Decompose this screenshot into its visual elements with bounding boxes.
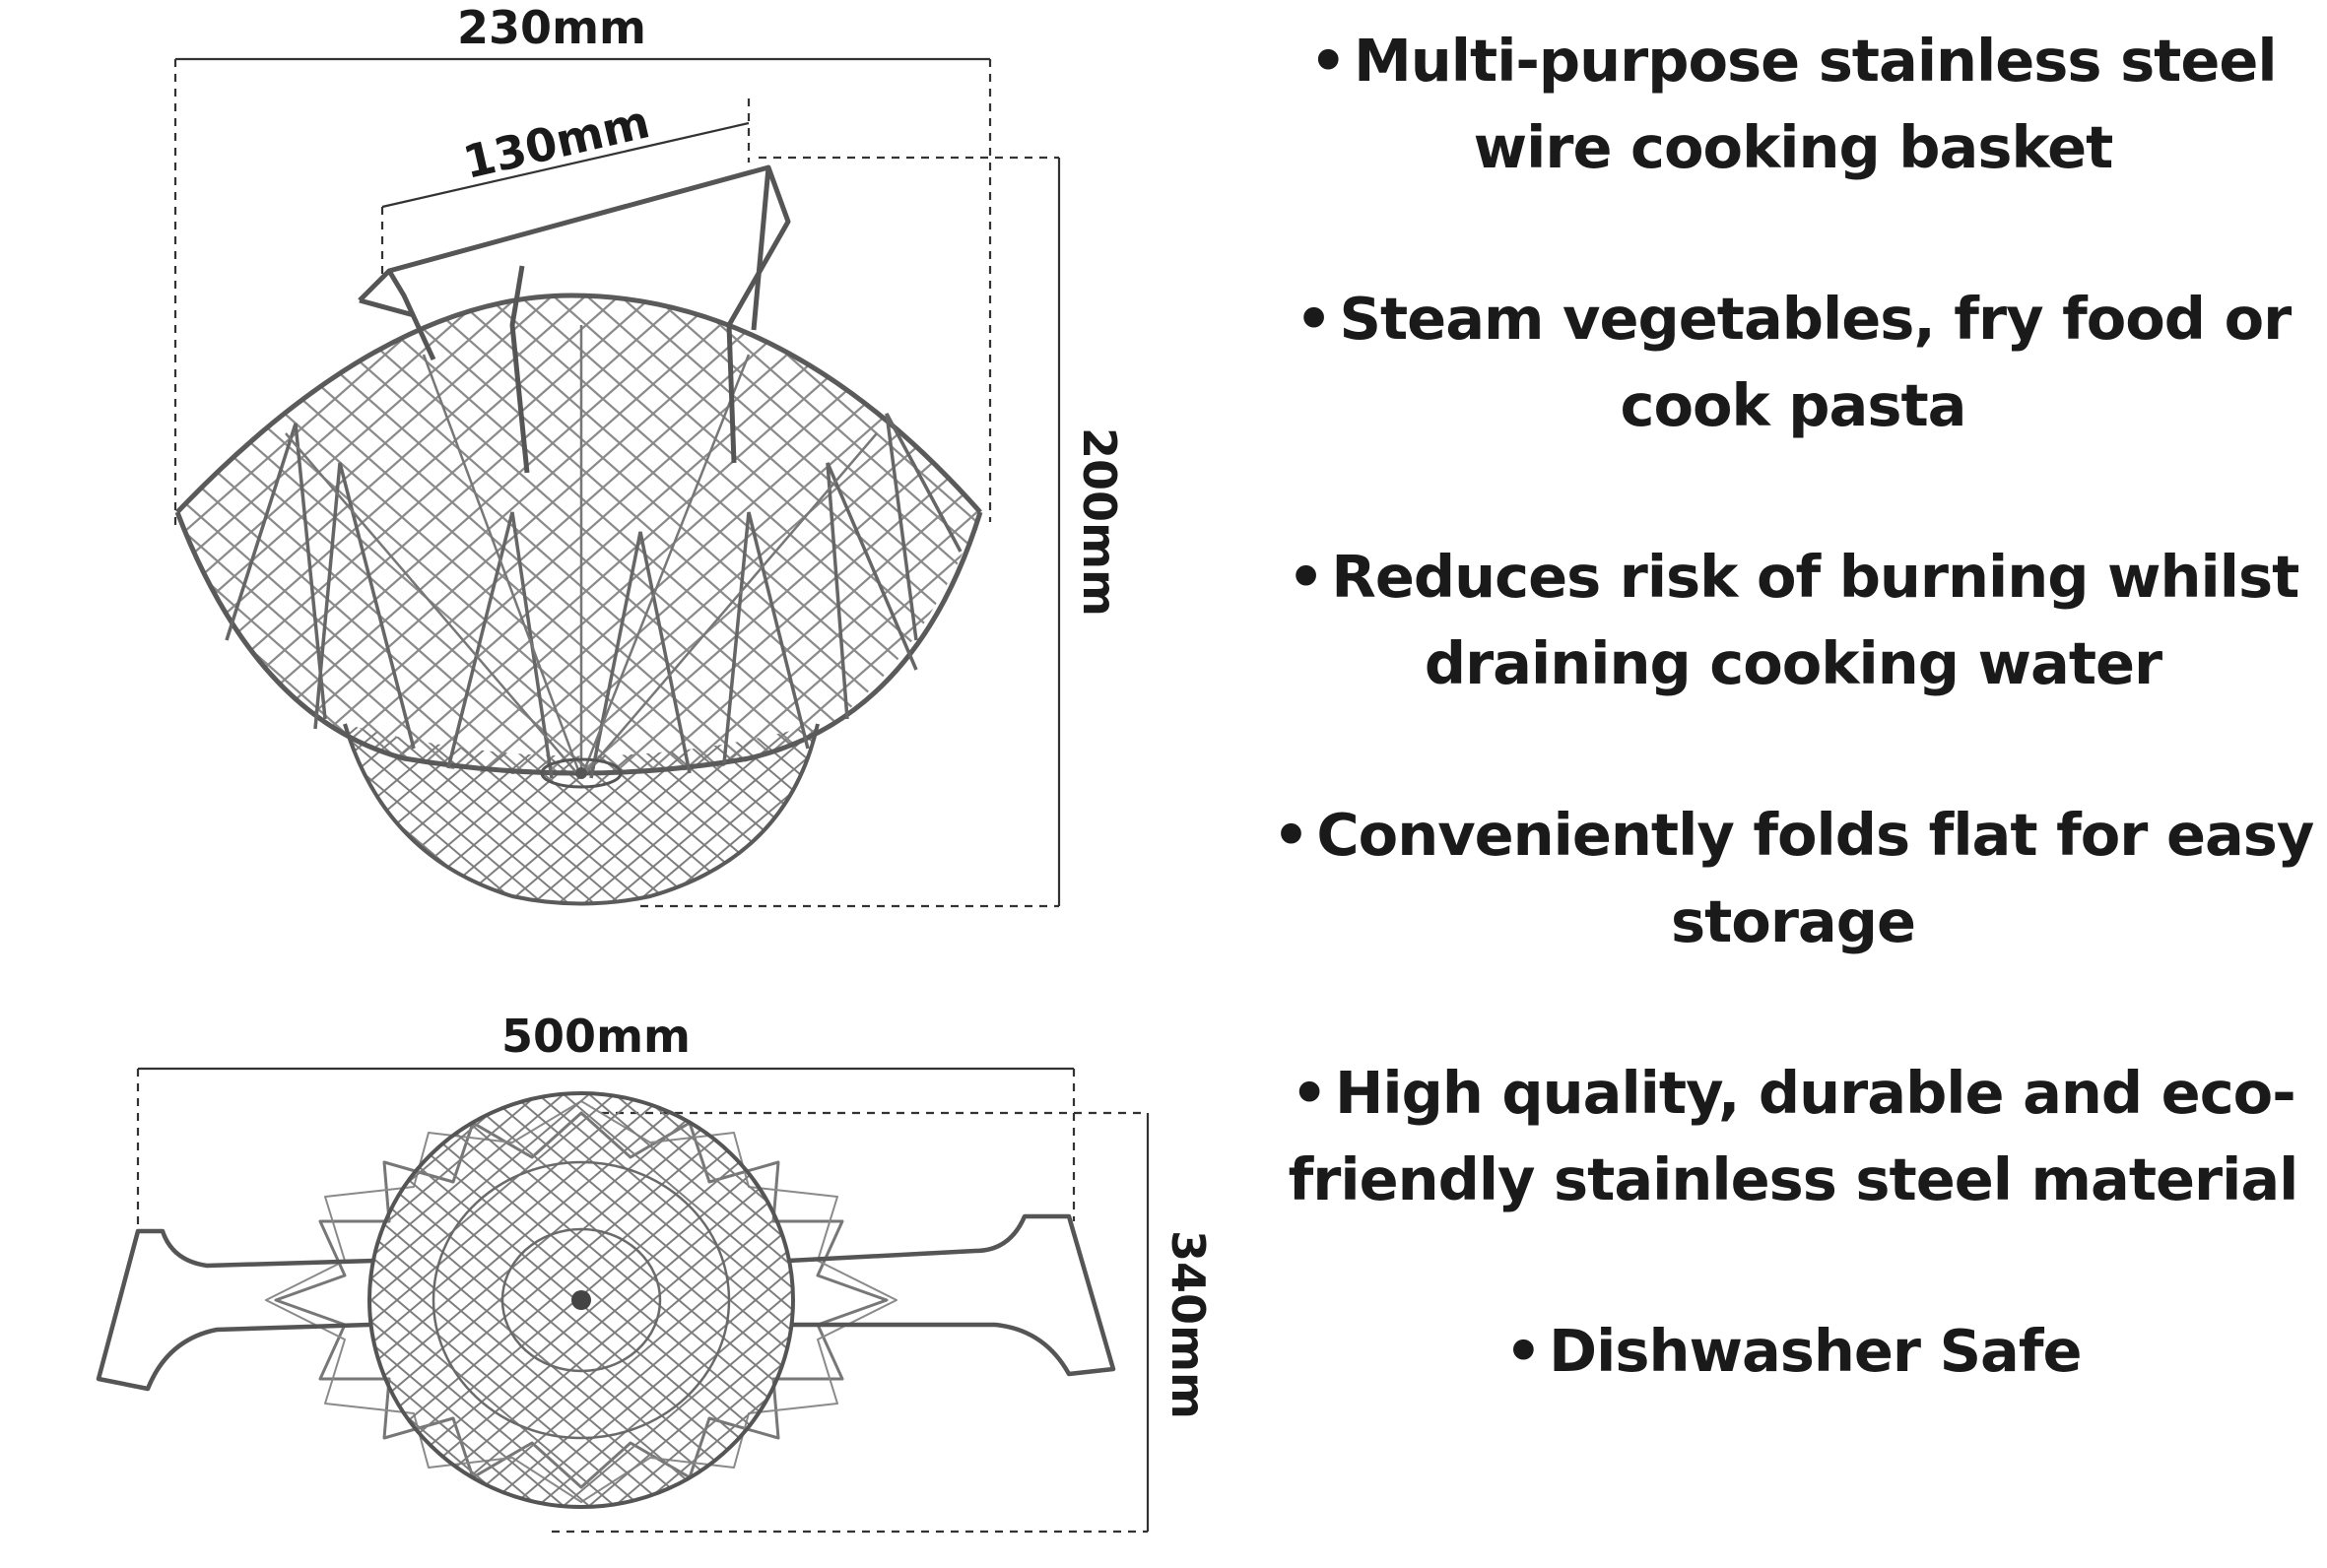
bullet-icon: •: [1272, 801, 1310, 869]
feature-item: •Reduces risk of burning whilst draining…: [1271, 534, 2315, 707]
feature-item: •Conveniently folds flat for easy storag…: [1271, 792, 2315, 965]
bullet-icon: •: [1309, 27, 1347, 95]
flat-dimension-labels: 500mm 340mm: [501, 1010, 1215, 1419]
bullet-icon: •: [1504, 1317, 1542, 1385]
feature-text: Reduces risk of burning whilst draining …: [1331, 543, 2299, 697]
basket-dimension-lines: [173, 57, 1061, 908]
feature-text: Conveniently folds flat for easy storage: [1316, 801, 2314, 955]
feature-text: Multi-purpose stainless steel wire cooki…: [1354, 27, 2278, 181]
feature-item: •Steam vegetables, fry food or cook past…: [1271, 276, 2315, 449]
feature-text: Dishwasher Safe: [1549, 1317, 2082, 1385]
product-illustration: 230mm 130mm 200mm: [96, 1, 1215, 1534]
folded-flat-basket: [96, 1091, 1116, 1509]
flat-depth-label: 340mm: [1162, 1230, 1215, 1419]
flat-width-label: 500mm: [501, 1010, 691, 1063]
bullet-icon: •: [1291, 1059, 1328, 1127]
basket-height-label: 200mm: [1073, 427, 1126, 617]
feature-item: •High quality, durable and eco-friendly …: [1271, 1050, 2315, 1223]
flat-dimension-lines: [136, 1067, 1150, 1534]
bullet-icon: •: [1295, 285, 1333, 353]
handle-width-label: 130mm: [458, 95, 654, 189]
bullet-icon: •: [1287, 543, 1325, 611]
feature-text: High quality, durable and eco-friendly s…: [1288, 1059, 2299, 1213]
basket-width-label: 230mm: [457, 1, 646, 54]
feature-item: •Multi-purpose stainless steel wire cook…: [1271, 18, 2315, 191]
feature-list: •Multi-purpose stainless steel wire cook…: [1271, 18, 2315, 1395]
feature-text: Steam vegetables, fry food or cook pasta: [1339, 285, 2292, 439]
feature-item: •Dishwasher Safe: [1271, 1308, 2315, 1395]
assembled-basket: [174, 164, 983, 906]
